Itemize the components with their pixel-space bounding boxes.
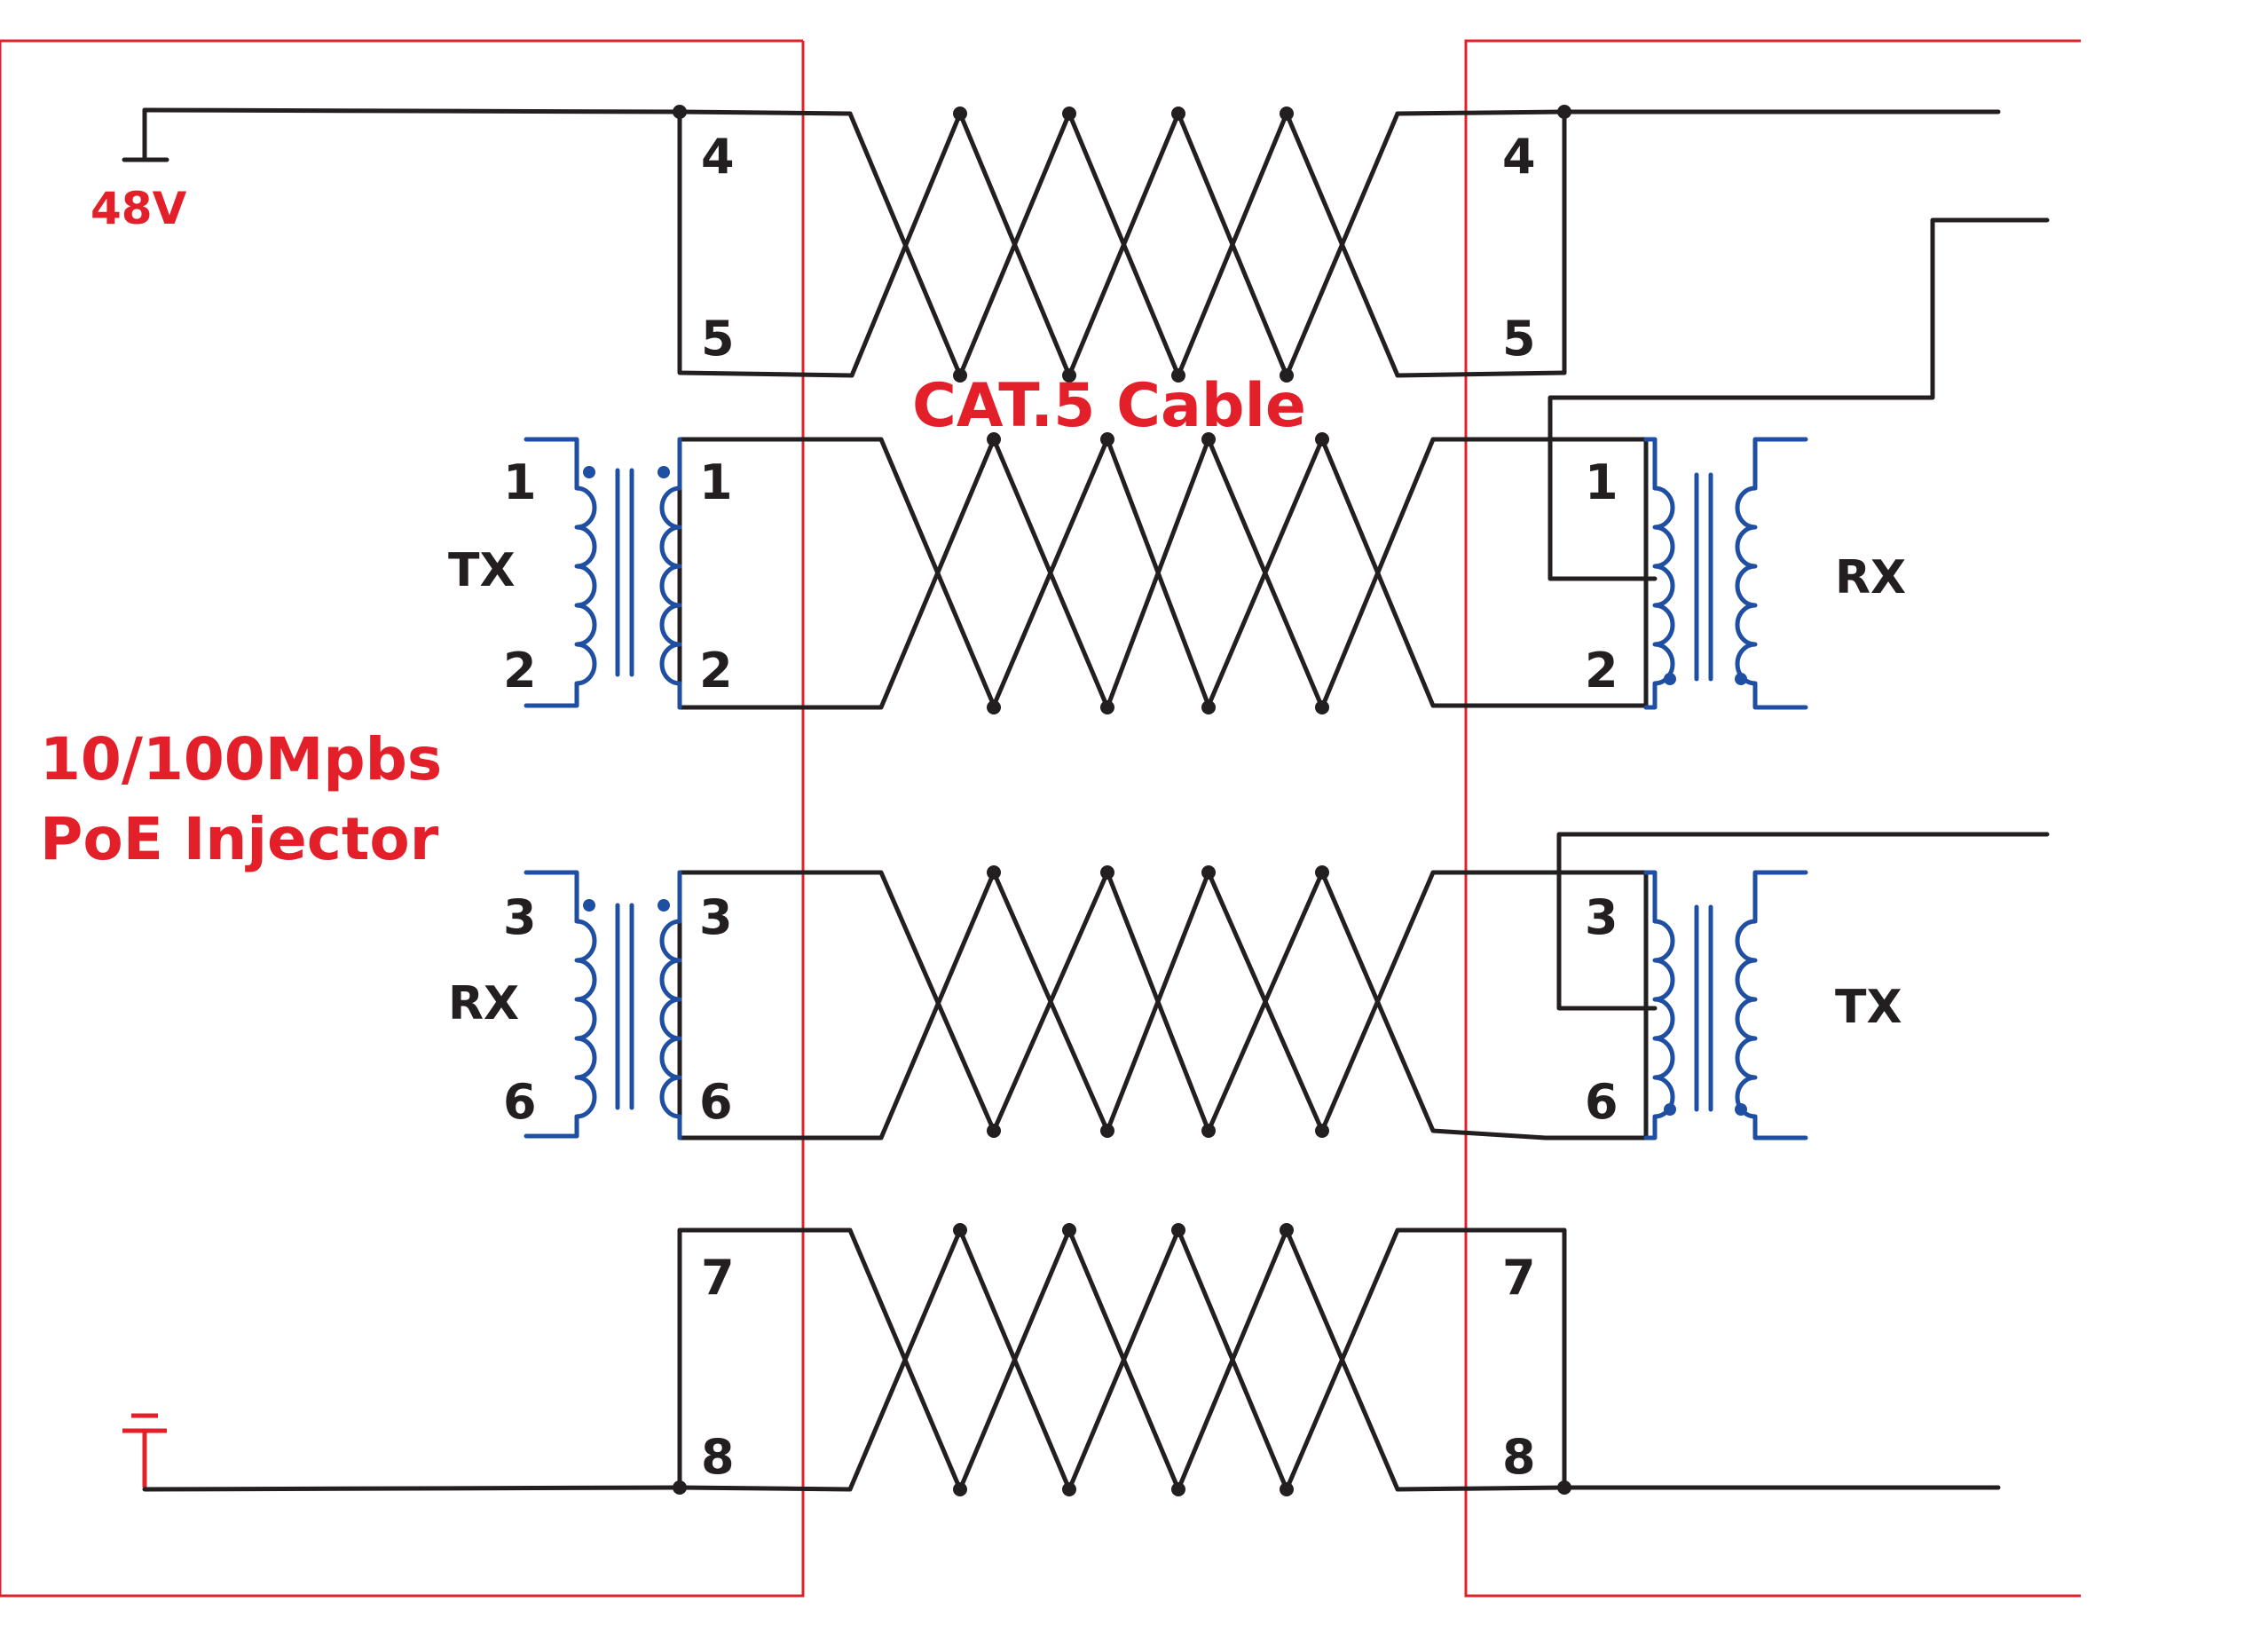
right-pin-4: 4 [1502, 129, 1536, 185]
left-pin-3-inner: 3 [699, 889, 733, 945]
right-pin-3: 3 [1585, 889, 1618, 945]
right-pin-7: 7 [1502, 1250, 1536, 1306]
left-pin-2-outer: 2 [503, 643, 537, 699]
device-frame [1464, 39, 2081, 1598]
pair-7-8 [673, 1223, 2001, 1496]
left-tx-transformer [524, 437, 682, 710]
voltage-label: 48V [91, 183, 187, 234]
left-pin-1-outer: 1 [503, 454, 537, 510]
left-pin-1-inner: 1 [699, 454, 733, 510]
right-pin-2: 2 [1585, 643, 1618, 699]
left-pin-6-inner: 6 [699, 1074, 733, 1130]
power-source-symbol [122, 107, 682, 162]
pair-3-6 [677, 865, 1649, 1141]
right-power-return [1547, 217, 2050, 581]
right-tx-label: TX [1835, 981, 1902, 1034]
left-rx-label: RX [448, 977, 519, 1030]
right-rx-label: RX [1835, 551, 1906, 604]
left-pin-7: 7 [701, 1250, 735, 1306]
right-pin-8: 8 [1502, 1429, 1536, 1485]
left-pin-5: 5 [701, 311, 735, 367]
ground-symbol [122, 1413, 682, 1492]
left-tx-label: TX [448, 544, 516, 597]
device-name-line2: PoE Injector [40, 805, 439, 873]
pair-4-5 [673, 105, 2001, 383]
right-pin-6: 6 [1585, 1074, 1618, 1130]
left-pin-4: 4 [701, 129, 735, 185]
right-pin-1: 1 [1585, 454, 1618, 510]
pair-1-2 [677, 432, 1649, 714]
left-pin-2-inner: 2 [699, 643, 733, 699]
right-tx-transformer [1643, 870, 1808, 1141]
left-pin-3-outer: 3 [503, 889, 537, 945]
device-name-line1: 10/100Mpbs [40, 725, 442, 793]
right-data-return [1556, 832, 2050, 1011]
injector-frame [0, 39, 805, 1598]
left-rx-transformer [524, 870, 682, 1141]
left-pin-6-outer: 6 [503, 1074, 537, 1130]
right-rx-transformer [1643, 437, 1808, 710]
right-pin-5: 5 [1502, 311, 1536, 367]
left-pin-8: 8 [701, 1429, 735, 1485]
cable-label: CAT.5 Cable [912, 371, 1306, 441]
